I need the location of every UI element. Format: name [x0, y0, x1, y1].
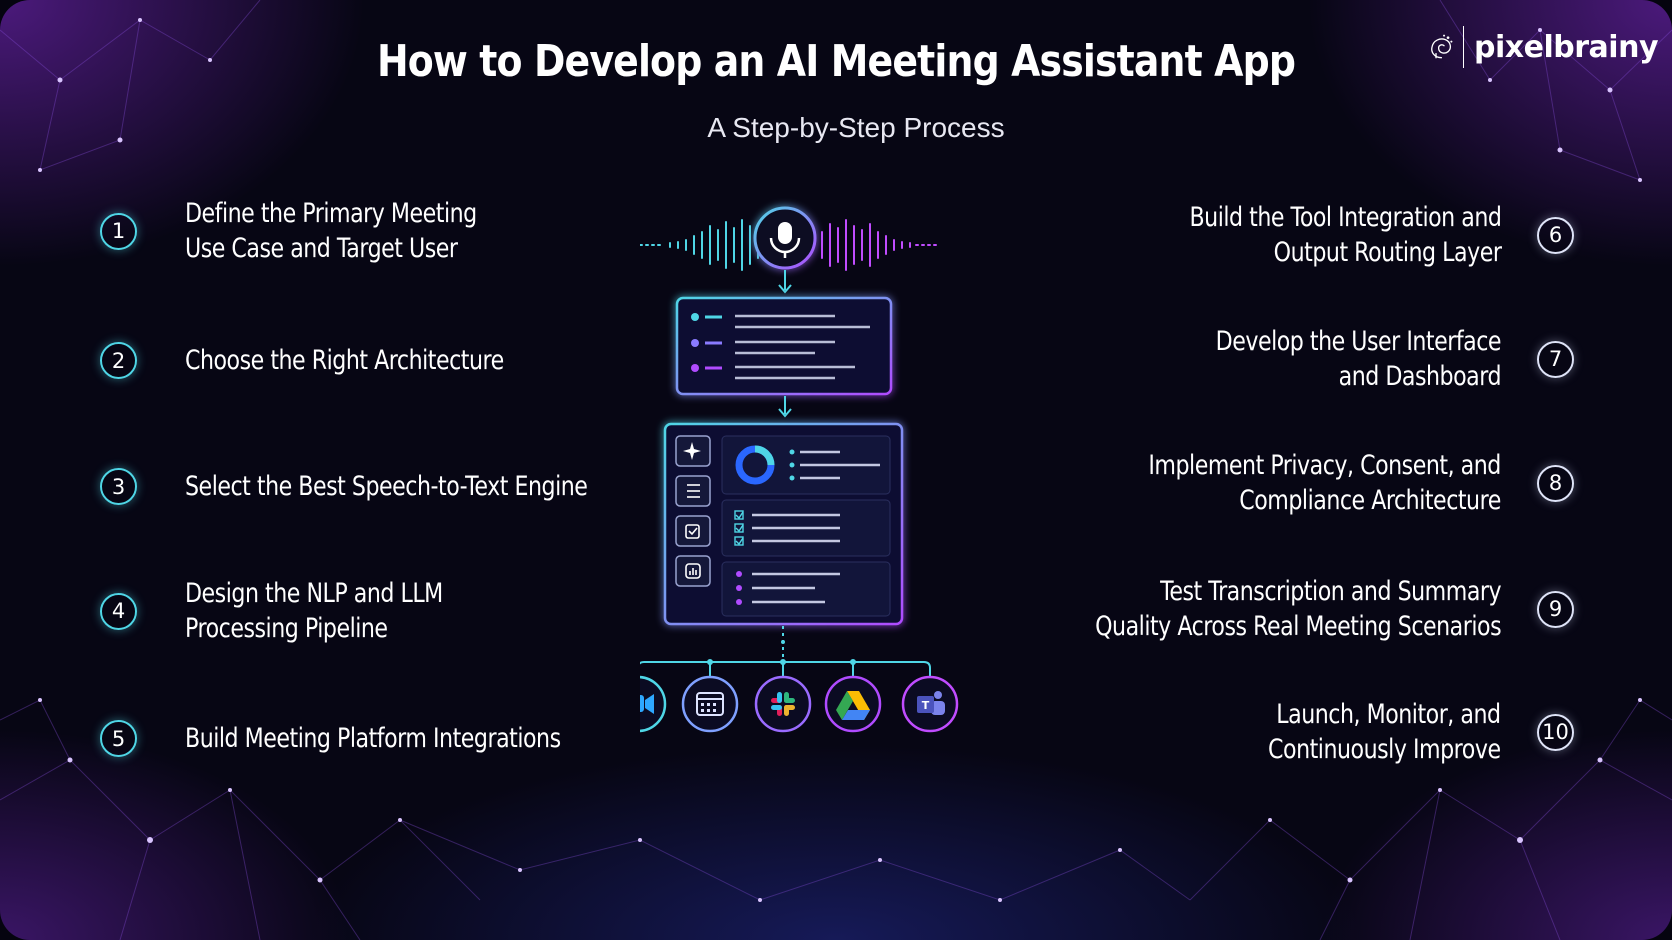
- step-number-badge: 2: [100, 342, 137, 379]
- slack-icon: [754, 675, 812, 733]
- step-label: Implement Privacy, Consent, and Complian…: [1148, 450, 1502, 516]
- step-number-badge: 7: [1537, 340, 1574, 378]
- sparkle-icon: [683, 442, 701, 460]
- svg-text:T: T: [922, 699, 930, 712]
- checkbox-icon: [685, 524, 700, 539]
- step-4: 4 Design the NLP and LLM Processing Pipe…: [100, 576, 499, 646]
- integration-connectors: [640, 626, 931, 676]
- step-number-badge: 3: [100, 468, 137, 505]
- step-label: Define the Primary Meeting Use Case and …: [185, 198, 477, 264]
- microphone-icon: [753, 206, 817, 270]
- list-icon: [687, 484, 700, 498]
- step-5: 5 Build Meeting Platform Integrations: [100, 720, 643, 757]
- step-label: Choose the Right Architecture: [185, 345, 504, 376]
- step-label: Develop the User Interface and Dashboard: [1215, 326, 1502, 392]
- step-2: 2 Choose the Right Architecture: [100, 342, 574, 379]
- ai-assistant-illustration: T: [640, 206, 959, 733]
- brand-logo: pixelbrainy: [1428, 22, 1658, 72]
- step-label: Design the NLP and LLM Processing Pipeli…: [185, 578, 443, 644]
- step-number-badge: 10: [1537, 713, 1574, 751]
- step-number-badge: 4: [100, 592, 137, 630]
- analytics-icon: [685, 563, 701, 579]
- page-subtitle: A Step-by-Step Process: [707, 112, 1005, 143]
- step-8: Implement Privacy, Consent, and Complian…: [1071, 448, 1574, 518]
- dashboard-panel: [663, 422, 904, 626]
- step-6: Build the Tool Integration and Output Ro…: [1121, 200, 1574, 270]
- step-label: Build Meeting Platform Integrations: [185, 723, 561, 754]
- brand-name: pixelbrainy: [1474, 29, 1658, 65]
- brain-spiral-logo-icon: [1431, 34, 1453, 59]
- google-drive-icon: [824, 675, 882, 733]
- step-number-badge: 1: [100, 212, 137, 250]
- transcript-panel: [675, 296, 893, 396]
- step-label: Test Transcription and Summary Quality A…: [1094, 576, 1501, 642]
- step-number-badge: 6: [1537, 216, 1574, 254]
- step-10: Launch, Monitor, and Continuously Improv…: [1217, 697, 1574, 767]
- step-1: 1 Define the Primary Meeting Use Case an…: [100, 196, 541, 266]
- step-number-badge: 9: [1537, 590, 1574, 628]
- step-number-badge: 5: [100, 720, 137, 757]
- zoom-camera-icon: [640, 675, 667, 733]
- audio-waveform: [640, 219, 941, 271]
- step-3: 3 Select the Best Speech-to-Text Engine: [100, 468, 676, 505]
- step-label: Build the Tool Integration and Output Ro…: [1189, 202, 1501, 268]
- step-7: Develop the User Interface and Dashboard…: [1153, 324, 1574, 394]
- brand-divider: [1462, 26, 1465, 68]
- step-number-badge: 8: [1537, 464, 1574, 502]
- teams-icon: T: [901, 675, 959, 733]
- calendar-icon: [681, 675, 739, 733]
- step-9: Test Transcription and Summary Quality A…: [1006, 574, 1574, 644]
- step-label: Launch, Monitor, and Continuously Improv…: [1268, 699, 1501, 765]
- step-label: Select the Best Speech-to-Text Engine: [185, 471, 588, 502]
- page-title: How to Develop an AI Meeting Assistant A…: [376, 36, 1296, 87]
